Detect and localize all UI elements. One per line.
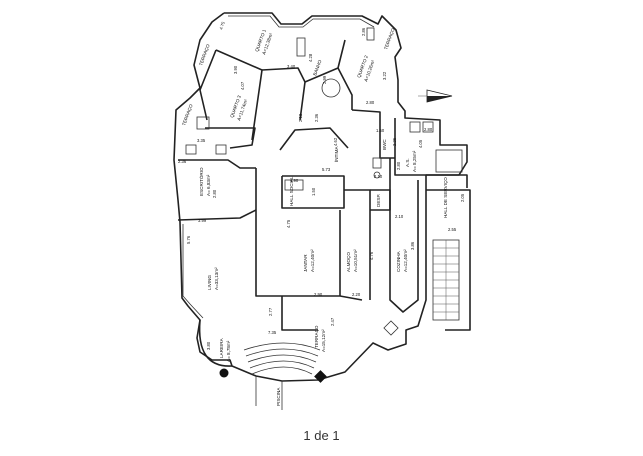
dim-label: 2.80: [424, 127, 433, 132]
pool-steps: [243, 342, 321, 410]
dim-label: 2.80: [396, 161, 401, 170]
dim-label: 4.76: [369, 251, 374, 260]
document-page: QUARTO 1 A=12,38m² BANHO QUARTO 2 A=10,2…: [173, 12, 471, 410]
room-as-area: A= 8,25m²: [412, 150, 417, 172]
north-arrow: [418, 89, 453, 103]
room-hall-social-name: HALL SOCIAL: [289, 176, 294, 206]
room-terraco1-name: TERRAÇO: [198, 43, 211, 66]
dim-label: 5.76: [186, 235, 191, 244]
room-almoco-area: A=10,51m²: [353, 249, 358, 272]
dim-label: 4.75: [286, 219, 291, 228]
dim-label: 2.25: [392, 137, 397, 146]
room-jantar-name: JANTAR: [303, 254, 308, 272]
dim-label: 2.90: [314, 292, 323, 297]
dim-label: 2.10: [374, 174, 383, 179]
room-living-name: LIVING: [207, 275, 212, 290]
lareira-arc: [198, 319, 233, 367]
dim-label: 2.47: [330, 317, 335, 326]
dim-label: 2.80: [212, 189, 217, 198]
interior-walls: [177, 39, 471, 331]
dim-label: 2.05: [460, 193, 465, 202]
dim-label: 2.86: [361, 27, 366, 36]
room-jantar-area: A=12,40m²: [310, 249, 315, 272]
room-as-name: A.S.: [405, 158, 410, 167]
room-living-area: A=33,13m²: [214, 267, 219, 290]
dim-label: 4.28: [308, 53, 313, 62]
room-hall-servico-name: HALL DE SERVIÇO: [443, 177, 448, 218]
room-banho-name: BANHO: [312, 59, 322, 76]
room-almoco-name: ALMOÇO: [346, 252, 351, 272]
room-desp-name: DESP.: [376, 194, 381, 207]
dim-label: 2.13: [298, 113, 303, 122]
room-terraco2-name: TERRAÇO: [181, 103, 194, 126]
room-piscina-name: PISCINA: [276, 387, 281, 406]
dim-label: 3.80: [206, 341, 211, 350]
room-lareira-name: LAREIRA: [219, 337, 224, 358]
room-cozinha-area: A=12,40m²: [403, 249, 408, 272]
room-lareira-area: A= 8,78m²: [226, 340, 231, 362]
dim-label: 2.10: [395, 214, 404, 219]
dim-label: 2.55: [448, 227, 457, 232]
dimension-labels: 4.75 3.90 3.35 2.36 2.80 4.28 2.86 3.22 …: [178, 20, 465, 350]
service-stairs: [432, 239, 460, 321]
room-cozinha-name: COZINHA: [396, 250, 401, 272]
room-escritorio-name: ESCRITÓRIO: [198, 167, 204, 196]
room-terraco-sul-name: TERRAÇO: [314, 325, 319, 348]
dim-label: 7.35: [268, 330, 277, 335]
room-escritorio-area: A= 6,83m²: [206, 174, 211, 196]
dim-label: 2.36: [178, 159, 187, 164]
dim-label: 4.05: [418, 139, 423, 148]
dim-label: 1.90: [290, 178, 299, 183]
dim-label: 2.77: [268, 307, 273, 316]
dim-label: 1.50: [376, 128, 385, 133]
dim-label: 2.99: [322, 75, 327, 84]
room-terraco3-name: TERRAÇO: [383, 27, 396, 50]
dim-label: 3.90: [233, 65, 238, 74]
dim-label: 3.99: [198, 218, 207, 223]
dim-label: 3.86: [410, 241, 415, 250]
room-intima-name: ÍNTIMA: [333, 145, 339, 162]
dim-label: 3.35: [197, 138, 206, 143]
floor-plan-drawing: QUARTO 1 A=12,38m² BANHO QUARTO 2 A=10,2…: [173, 12, 471, 410]
room-labels: QUARTO 1 A=12,38m² BANHO QUARTO 2 A=10,2…: [181, 27, 448, 406]
dim-label: 4.75: [218, 20, 226, 30]
dim-label: 1.50: [311, 187, 316, 196]
dim-label: 2.36: [314, 113, 319, 122]
room-terraco-sul-area: A=15,12m²: [321, 329, 326, 352]
column-marker: [219, 368, 229, 378]
dim-label: 2.80: [366, 100, 375, 105]
dim-label: 4.07: [240, 81, 245, 90]
outer-walls: [173, 12, 468, 382]
page-indicator: 1 de 1: [303, 428, 340, 443]
fixtures: [185, 27, 463, 336]
dim-label: 2.20: [352, 292, 361, 297]
dim-label: 3.40: [287, 64, 296, 69]
dim-label: 4.62: [333, 137, 338, 146]
dim-label: 5.73: [322, 167, 331, 172]
column-marker-2: [314, 370, 327, 383]
dim-label: 3.22: [382, 71, 387, 80]
room-bwc-name: BWC: [382, 139, 387, 150]
